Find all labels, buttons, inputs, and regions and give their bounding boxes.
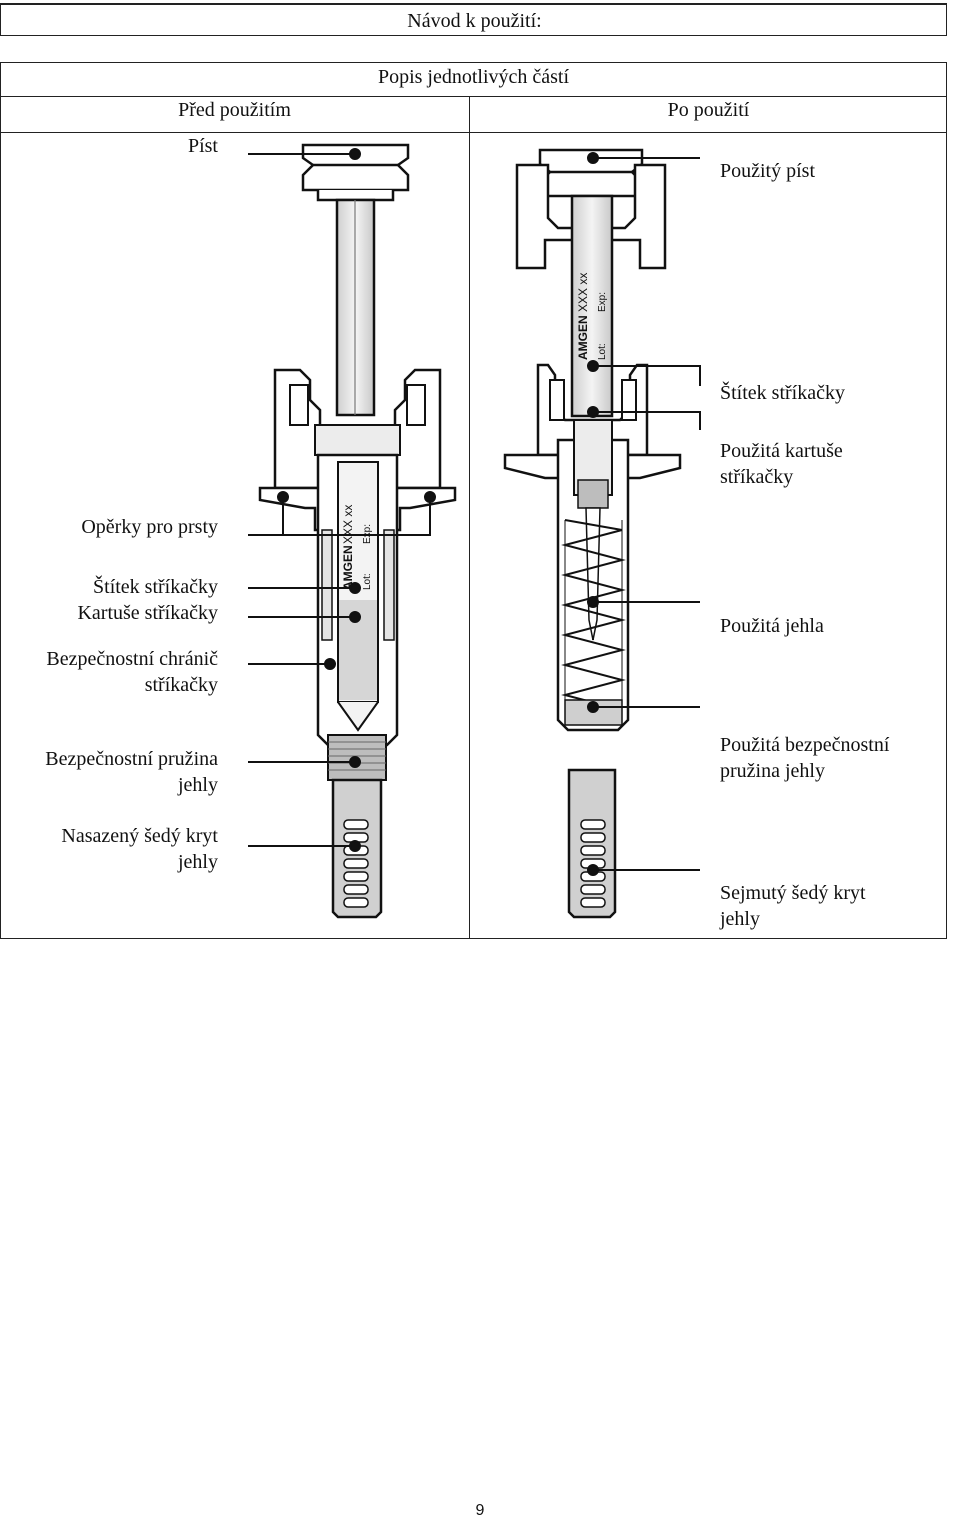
label-cap-2: jehly [178,851,218,873]
label-finger-grips: Opěrky pro prsty [81,516,218,538]
label-guard-2: stříkačky [144,674,218,696]
after-brand-print: AMGEN [576,315,590,360]
table-title: Popis jednotlivých částí [377,66,570,88]
leader-lines-right [587,152,701,876]
label-spring-2: jehly [178,774,218,796]
after-use-header: Po použití [667,99,750,121]
after-code-print: XXX xx [576,273,590,312]
after-exp-print: Exp: [597,292,608,312]
label-used-plunger: Použitý píst [720,160,816,182]
page-title: Návod k použití: [407,10,542,32]
label-used-barrel-1: Použitá kartuše [720,440,843,462]
before-lot-print: Lot: [362,573,373,590]
after-lot-print: Lot: [597,343,608,360]
table-column-divider [469,96,470,939]
label-syringe-barrel: Kartuše stříkačky [77,602,218,624]
header-box: Návod k použití: [0,3,947,36]
before-brand-print: AMGEN [341,545,355,590]
label-used-needle: Použitá jehla [720,615,824,637]
label-used-spring-1: Použitá bezpečnostní [720,734,890,756]
label-used-barrel-2: stříkačky [720,466,794,488]
label-removed-cap-2: jehly [720,908,760,930]
after-syringe: AMGEN XXX xx Lot: Exp: [503,148,682,919]
label-removed-cap-1: Sejmutý šedý kryt [720,882,866,904]
label-cap-1: Nasazený šedý kryt [61,825,218,847]
label-syringe-label: Štítek stříkačky [93,576,218,598]
label-used-syringe-label: Štítek stříkačky [720,382,845,404]
before-code-print: XXX xx [341,505,355,544]
page-number: 9 [475,1502,485,1519]
before-use-header: Před použitím [178,99,291,121]
label-used-spring-2: pružina jehly [720,760,825,782]
table-subheader-row [0,96,947,133]
before-exp-print: Exp: [362,524,373,544]
label-guard-1: Bezpečnostní chránič [46,648,218,670]
before-syringe: AMGEN XXX xx Lot: Exp: [258,143,457,919]
label-spring-1: Bezpečnostní pružina [45,748,218,770]
label-plunger: Píst [187,135,218,157]
leader-lines-left [248,148,436,852]
